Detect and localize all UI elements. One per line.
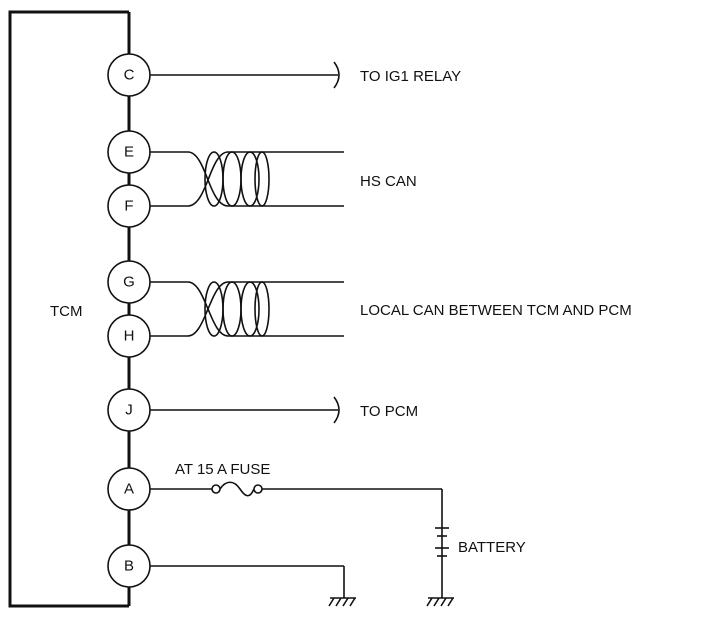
pin-g: G xyxy=(107,260,151,304)
pin-e: E xyxy=(107,130,151,174)
battery-symbol xyxy=(435,489,449,598)
pin-g-label: G xyxy=(123,274,135,291)
wire-h xyxy=(150,281,344,337)
fuse-symbol xyxy=(211,481,263,497)
label-hs-can: HS CAN xyxy=(360,173,417,190)
label-fuse: AT 15 A FUSE xyxy=(175,461,270,478)
connector-break-ig1 xyxy=(333,61,340,89)
pin-b-label: B xyxy=(124,558,134,575)
pin-c-label: C xyxy=(124,67,135,84)
connector-break-pcm xyxy=(333,396,340,424)
pin-b: B xyxy=(107,544,151,588)
pin-h-label: H xyxy=(124,328,135,345)
label-to-ig1-relay: TO IG1 RELAY xyxy=(360,68,461,85)
wire-f xyxy=(150,151,344,207)
label-local-can: LOCAL CAN BETWEEN TCM AND PCM xyxy=(360,302,632,319)
pin-f: F xyxy=(107,184,151,228)
pin-e-label: E xyxy=(124,144,134,161)
ground-icon-battery xyxy=(426,597,454,607)
pin-h: H xyxy=(107,314,151,358)
ground-icon-b xyxy=(328,597,356,607)
label-battery: BATTERY xyxy=(458,539,526,556)
pin-a-label: A xyxy=(124,481,134,498)
tcm-label: TCM xyxy=(50,303,83,320)
wire-e xyxy=(150,151,344,207)
pin-a: A xyxy=(107,467,151,511)
pin-f-label: F xyxy=(124,198,133,215)
pin-c: C xyxy=(107,53,151,97)
pin-j: J xyxy=(107,388,151,432)
local-can-twist-coils xyxy=(204,281,270,337)
tcm-module-outline xyxy=(8,10,129,608)
wire-g xyxy=(150,281,344,337)
pin-j-label: J xyxy=(125,402,133,419)
hs-can-twist-coils xyxy=(204,151,270,207)
label-to-pcm: TO PCM xyxy=(360,403,418,420)
